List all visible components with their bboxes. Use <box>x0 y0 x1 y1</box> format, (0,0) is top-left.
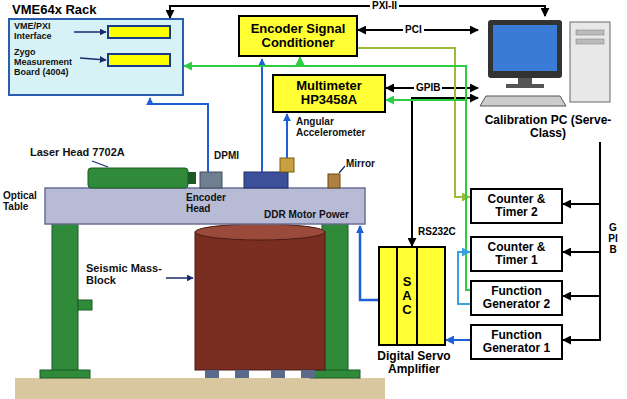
node-text: Calibration PC (Serve-Class) <box>478 114 618 140</box>
screen <box>493 25 557 71</box>
signal-wire <box>261 59 263 172</box>
part-label: Laser Head 7702A <box>30 146 150 158</box>
signal-connector <box>412 98 478 246</box>
node-text: Digital Servo Amplifier <box>366 350 462 376</box>
part-label: Seismic Mass-Block <box>86 262 166 286</box>
part-label: Optical Table <box>3 190 45 212</box>
mirror <box>328 174 340 188</box>
isolator-foot <box>301 370 315 378</box>
leader-line <box>74 31 106 33</box>
node-text: Encoder Signal Conditioner <box>244 22 352 51</box>
node-text: Multimeter HP3458A <box>278 79 380 108</box>
part-label: Angular Accelerometer <box>296 116 376 138</box>
node-text: VME64x Rack <box>12 3 97 17</box>
signal-connector <box>358 48 470 197</box>
isolator-foot <box>271 370 285 378</box>
laser-head <box>88 168 188 188</box>
instrument-box: Counter & Timer 1 <box>470 236 563 272</box>
keyboard <box>480 96 566 106</box>
signal-connector <box>458 252 470 304</box>
leader-line <box>80 58 106 60</box>
instrument-box: Function Generator 2 <box>470 280 563 316</box>
signal-connector <box>563 142 600 296</box>
bus-label: GPIB <box>414 82 442 93</box>
node-text: SAC <box>401 275 414 318</box>
signal-wire <box>150 98 208 172</box>
part-label: Encoder Head <box>186 192 238 214</box>
bus-label: GPIB <box>606 222 620 255</box>
rack-fill <box>8 18 184 96</box>
signal-connector <box>563 142 600 252</box>
floor <box>15 378 385 399</box>
leg-foot <box>310 370 360 378</box>
seismic-block-top <box>195 224 325 240</box>
signal-connector <box>563 142 600 340</box>
instrument-box: Function Generator 1 <box>470 324 563 360</box>
signal-connector <box>446 339 470 341</box>
leader-line <box>166 277 193 279</box>
laser-aperture <box>188 172 196 184</box>
computer-node: Calibration PC (Serve-Class) <box>478 16 618 142</box>
leg-foot <box>40 370 90 378</box>
sac-band: SAC <box>396 248 418 344</box>
signal-connector <box>563 142 600 204</box>
part-label: Zygo Measurement Board (4004) <box>14 48 80 78</box>
part-label: DDR Motor Power <box>264 209 358 220</box>
signal-wire <box>286 114 288 158</box>
node-text: Function Generator 2 <box>476 285 557 311</box>
instrument-box: Counter & Timer 2 <box>470 188 563 224</box>
amplifier-box: SACDigital Servo Amplifier <box>378 246 446 346</box>
monitor-stand <box>518 78 532 84</box>
part-label: Mirror <box>346 158 386 169</box>
instrument-box: Multimeter HP3458A <box>272 74 386 113</box>
isolator-foot <box>235 370 249 378</box>
isolator-foot <box>205 370 219 378</box>
table-leg <box>322 224 348 374</box>
monitor <box>488 20 562 78</box>
motor-power-wire <box>360 226 378 300</box>
part-label: VME/PXI Interface <box>14 22 72 42</box>
conditioner-box: Encoder Signal Conditioner <box>238 15 358 57</box>
node-text: Function Generator 1 <box>476 329 557 355</box>
angular-accelerometer <box>280 158 294 172</box>
leader-line <box>92 161 108 167</box>
leader-line <box>339 166 345 173</box>
optical-table <box>45 188 365 224</box>
table-leg <box>52 224 78 374</box>
node-text: Counter & Timer 1 <box>476 241 557 267</box>
pc-tower <box>570 22 610 102</box>
part-label: DPMI <box>214 150 254 161</box>
measurement-board <box>108 54 170 66</box>
bus-label: PCI <box>403 24 424 35</box>
interface-board <box>108 26 170 38</box>
bus-label: RS232C <box>416 226 458 237</box>
dpmi-optics <box>200 172 222 188</box>
monitor-base <box>506 84 544 88</box>
drive-bay <box>576 30 604 35</box>
bus-label: PXI-II <box>370 0 399 11</box>
drive-bay <box>576 39 604 44</box>
seismic-block <box>195 232 325 370</box>
ddr-motor <box>244 172 288 188</box>
node-text: Counter & Timer 2 <box>476 193 557 219</box>
leg-brace <box>78 300 92 310</box>
